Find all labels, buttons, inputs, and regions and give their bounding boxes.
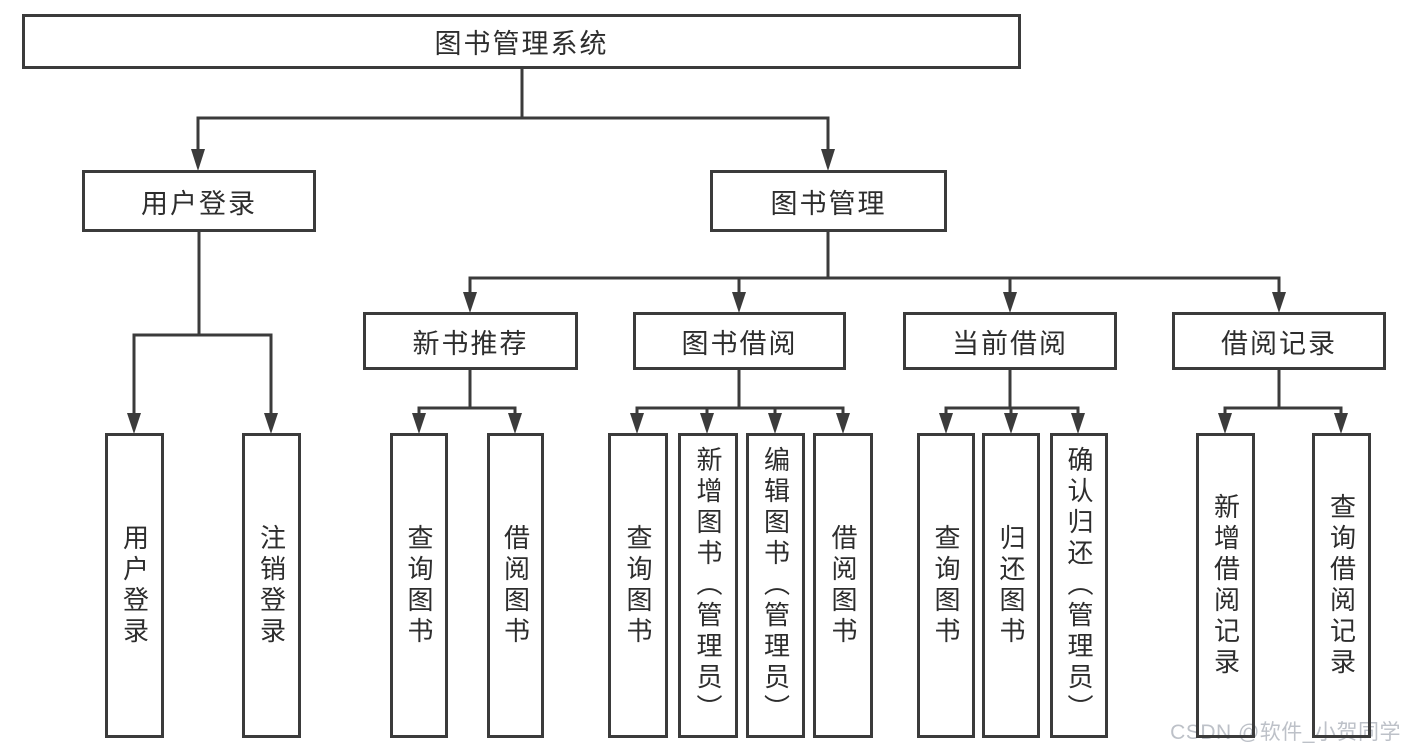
node-borrow-records: 借阅记录	[1172, 312, 1386, 370]
leaf-logout: 注销登录	[242, 433, 301, 738]
node-book-borrow: 图书借阅	[633, 312, 846, 370]
leaf-return-book: 归还图书	[982, 433, 1040, 738]
leaf-user-login: 用户登录	[105, 433, 164, 738]
leaf-borrow-books: 借阅图书	[813, 433, 873, 738]
leaf-query-books-current: 查询图书	[917, 433, 975, 738]
leaf-query-books-recommend-label: 查询图书	[404, 523, 434, 648]
leaf-query-borrow-record-label: 查询借阅记录	[1326, 492, 1357, 679]
leaf-query-books-borrow: 查询图书	[608, 433, 668, 738]
leaf-query-books-recommend: 查询图书	[390, 433, 448, 738]
node-user-login: 用户登录	[82, 170, 316, 232]
leaf-add-borrow-record: 新增借阅记录	[1196, 433, 1255, 738]
node-new-book-recommend: 新书推荐	[363, 312, 578, 370]
leaf-add-book-admin: 新增图书（管理员）	[678, 433, 738, 738]
leaf-edit-book-admin: 编辑图书（管理员）	[746, 433, 805, 738]
node-book-management: 图书管理	[710, 170, 947, 232]
node-current-borrow-label: 当前借阅	[952, 328, 1068, 359]
leaf-query-books-current-label: 查询图书	[931, 523, 961, 648]
node-borrow-records-label: 借阅记录	[1221, 328, 1337, 359]
leaf-borrow-books-recommend-label: 借阅图书	[500, 523, 531, 648]
node-user-login-label: 用户登录	[141, 188, 257, 219]
node-current-borrow: 当前借阅	[903, 312, 1117, 370]
leaf-logout-label: 注销登录	[256, 523, 287, 648]
leaf-add-borrow-record-label: 新增借阅记录	[1210, 492, 1241, 679]
arrowheads	[127, 149, 1348, 434]
leaf-borrow-books-label: 借阅图书	[828, 523, 858, 648]
leaf-confirm-return-admin: 确认归还（管理员）	[1050, 433, 1108, 738]
watermark: CSDN @软件_小贺同学	[1170, 721, 1401, 744]
leaf-query-books-borrow-label: 查询图书	[623, 523, 653, 648]
node-root: 图书管理系统	[22, 14, 1021, 69]
node-new-book-recommend-label: 新书推荐	[412, 328, 529, 359]
leaf-edit-book-admin-label: 编辑图书（管理员）	[760, 446, 791, 725]
node-root-label: 图书管理系统	[434, 29, 609, 59]
leaf-query-borrow-record: 查询借阅记录	[1312, 433, 1371, 738]
leaf-user-login-label: 用户登录	[119, 523, 150, 648]
node-book-management-label: 图书管理	[770, 188, 887, 219]
leaf-return-book-label: 归还图书	[996, 523, 1026, 648]
leaf-borrow-books-recommend: 借阅图书	[487, 433, 544, 738]
node-book-borrow-label: 图书借阅	[681, 328, 798, 359]
leaf-add-book-admin-label: 新增图书（管理员）	[693, 446, 723, 725]
leaf-confirm-return-admin-label: 确认归还（管理员）	[1064, 446, 1094, 725]
